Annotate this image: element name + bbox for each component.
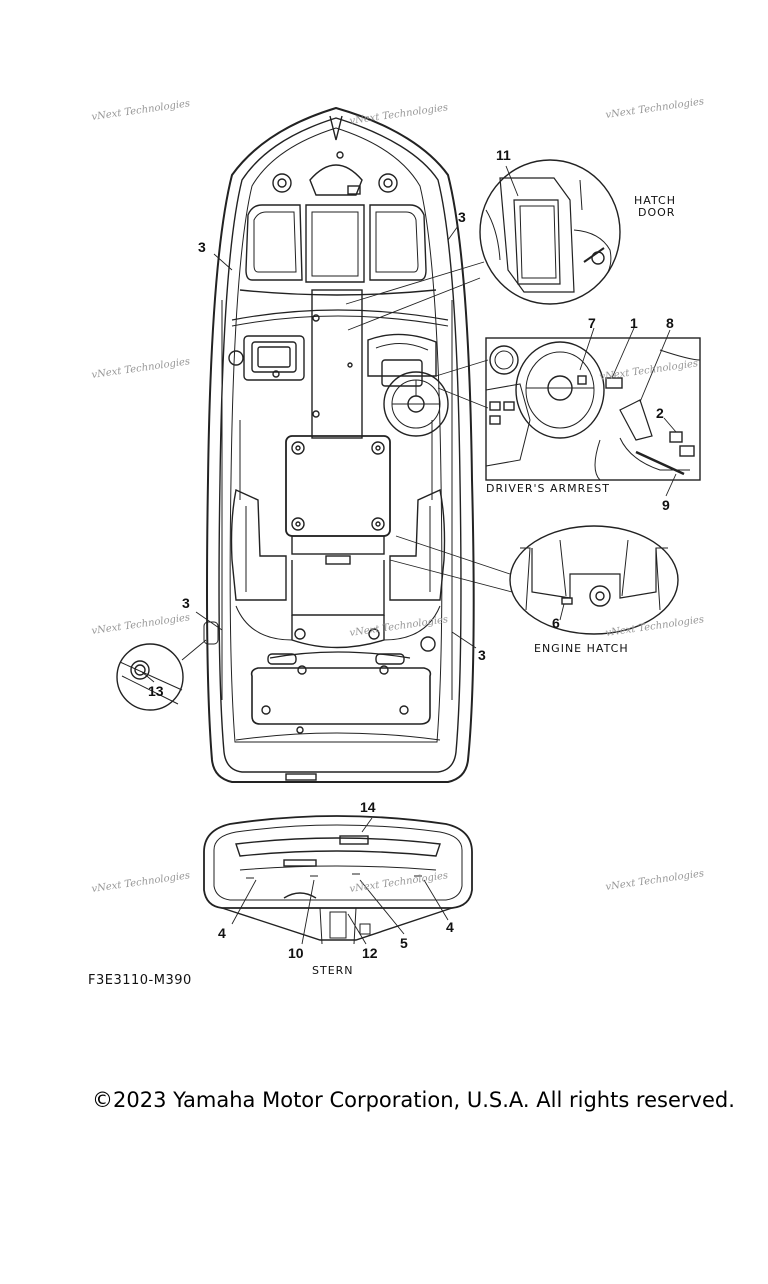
engine-hatch-caption: ENGINE HATCH xyxy=(534,642,629,655)
driver-console xyxy=(367,333,449,437)
svg-text:vNext Technologies: vNext Technologies xyxy=(349,870,449,895)
callout-3-starboard-stern: 3 xyxy=(478,647,486,663)
drivers-armrest-detail xyxy=(485,337,701,481)
callout-12: 12 xyxy=(362,945,378,961)
callout-3-starboard-bow: 3 xyxy=(458,209,466,225)
svg-text:vNext Technologies: vNext Technologies xyxy=(599,358,699,383)
copyright-notice: ©2023 Yamaha Motor Corporation, U.S.A. A… xyxy=(92,1088,735,1112)
callout-6: 6 xyxy=(552,615,560,631)
callout-13: 13 xyxy=(148,683,164,699)
stern-deck xyxy=(235,651,441,781)
callout-1: 1 xyxy=(630,315,638,331)
callout-3-port-bow: 3 xyxy=(198,239,206,255)
hatch-door-caption-line2: DOOR xyxy=(638,206,675,219)
callout-3-port-stern: 3 xyxy=(182,595,190,611)
svg-text:vNext Technologies: vNext Technologies xyxy=(91,870,191,895)
callout-5: 5 xyxy=(400,935,408,951)
captions: HATCH DOOR DRIVER'S ARMREST ENGINE HATCH… xyxy=(312,194,676,977)
callout-2: 2 xyxy=(656,405,664,421)
callout-numbers: 3 3 11 7 1 8 2 9 3 6 3 13 14 4 4 5 10 12 xyxy=(148,147,674,961)
rear-cockpit xyxy=(230,488,446,652)
drivers-armrest-caption: DRIVER'S ARMREST xyxy=(486,482,610,495)
callout-8: 8 xyxy=(666,315,674,331)
svg-text:vNext Technologies: vNext Technologies xyxy=(91,356,191,381)
boat-hull xyxy=(206,106,475,783)
callout-14: 14 xyxy=(360,799,376,815)
callout-11: 11 xyxy=(496,147,511,163)
figure-code: F3E3110-M390 xyxy=(88,973,192,988)
callout-10: 10 xyxy=(288,945,304,961)
passenger-console xyxy=(228,335,305,381)
svg-text:vNext Technologies: vNext Technologies xyxy=(349,614,449,639)
svg-text:vNext Technologies: vNext Technologies xyxy=(91,98,191,123)
callout-7: 7 xyxy=(588,315,596,331)
bow-details xyxy=(272,115,398,196)
side-rails xyxy=(221,300,453,700)
engine-hatch-cover xyxy=(285,435,391,565)
leader-lines xyxy=(141,165,677,945)
stern-caption: STERN xyxy=(312,964,354,977)
side-fitting-detail xyxy=(116,621,219,711)
hatch-door-caption-line1: HATCH xyxy=(634,194,676,207)
callout-4-left: 4 xyxy=(218,925,226,941)
center-walkway xyxy=(231,289,449,439)
svg-text:vNext Technologies: vNext Technologies xyxy=(349,102,449,127)
callout-9: 9 xyxy=(662,497,670,513)
svg-text:vNext Technologies: vNext Technologies xyxy=(91,612,191,637)
svg-text:vNext Technologies: vNext Technologies xyxy=(605,868,705,893)
stern-view xyxy=(203,815,473,945)
svg-text:vNext Technologies: vNext Technologies xyxy=(605,96,705,121)
watermarks: vNext Technologies vNext Technologies vN… xyxy=(91,96,705,895)
bow-seating xyxy=(239,204,437,296)
callout-4-right: 4 xyxy=(446,919,454,935)
hatch-door-detail xyxy=(479,159,621,305)
engine-hatch-detail xyxy=(509,525,679,635)
